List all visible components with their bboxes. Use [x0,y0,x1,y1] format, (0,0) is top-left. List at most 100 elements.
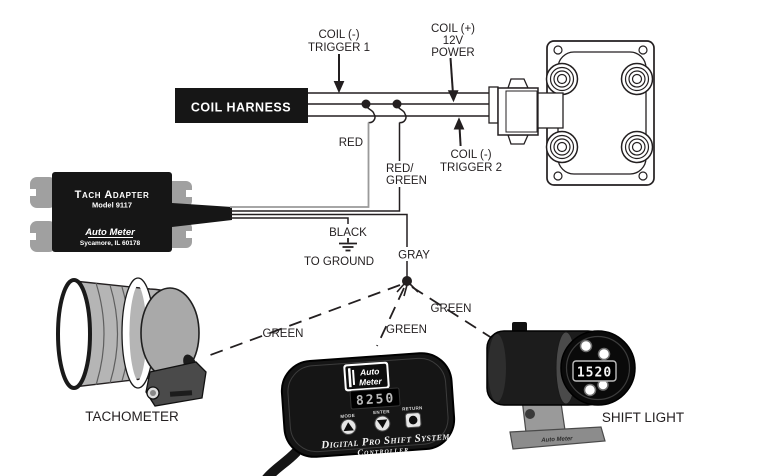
trigger1-arrowhead [333,81,345,94]
dashed-line-to-controller [376,287,405,347]
black-wire [230,217,349,224]
adapter-address: Sycamore, IL 60178 [80,240,141,247]
splice-dot-red [361,99,371,109]
controller-brand-badge: Auto Meter [343,361,390,392]
coil-tower [620,62,654,96]
green-label-right: GREEN [431,303,472,315]
trigger2-arrow-shaft [458,127,462,147]
shift-light-leds [579,339,611,397]
controller-illustration: Auto Meter 8250 MODE ENTER RETURN Digita… [261,352,456,476]
body-band [95,282,105,386]
adapter-title: Tach Adapter [75,189,150,201]
coil-screw-hole [553,171,563,181]
green-junction [204,276,496,358]
coil-tower [545,130,579,164]
coil-harness-label: COIL HARNESS [191,101,291,115]
shift-light-face-ring [565,335,631,401]
bracket-notch [186,190,194,197]
coil-screw-hole [638,171,648,181]
shift-light-display-value: 1520 [577,366,612,381]
mode-button-label: MODE [340,413,355,419]
adapter-bracket-ear [30,177,56,208]
coil-screw-hole [553,45,563,55]
controller-display-panel [349,387,401,410]
red-wire [230,122,370,208]
coil-screw-hole [638,45,648,55]
shift-light-base [509,426,606,450]
controller-subtitle: Controller [357,444,409,458]
red-green-label-bg [384,161,429,187]
adapter-model: Model 9117 [92,201,132,210]
shift-light-rear-cap [488,334,506,402]
shift-light-label: SHIFT LIGHT [602,410,684,425]
dashed-line-to-tachometer [204,284,401,358]
body-band [109,284,119,384]
bracket-notch [28,233,36,240]
enter-button-label: ENTER [373,409,391,415]
red-wire-label: RED [339,137,363,149]
adapter-brand-logo: Auto Meter [84,227,136,238]
harness-wires [308,92,493,124]
trigger2-label-line1: COIL (-) [450,149,491,161]
controller-buttons: MODE ENTER RETURN [340,405,423,435]
red-green-wire-label-line2: GREEN [386,175,427,187]
coil-harness-box: COIL HARNESS [175,88,308,123]
controller-brand-line1: Auto [359,366,380,377]
shift-light-display-panel [572,360,617,382]
coil-connector [488,78,564,145]
bracket-slot [169,390,193,397]
adapter-bracket-ear [166,181,192,207]
post-bolt [525,409,535,419]
gray-wire-label: GRAY [398,250,430,262]
trigger1-label-line1: COIL (-) [318,29,359,41]
coil-towers [545,62,654,164]
coil-tower [620,130,654,164]
coil-tower [545,62,579,96]
tachometer-label: TACHOMETER [85,409,179,424]
controller-brand-line2: Meter [359,376,383,388]
return-circle-icon [408,415,418,425]
power-arrow-shaft [449,57,454,92]
led [579,339,593,353]
green-label-middle: GREEN [386,324,427,336]
power-label-line1: COIL (+) [431,23,475,35]
gray-label-bg [396,247,432,261]
tach-adapter: Tach Adapter Model 9117 Auto Meter Sycam… [28,172,232,252]
return-button-label: RETURN [402,405,423,411]
ground-symbol [339,238,357,252]
power-label-line2: 12V [443,35,464,47]
tachometer-bezel [56,278,92,390]
wire-labels: COIL (-) TRIGGER 1 COIL (+) 12V POWER CO… [85,23,684,425]
shift-light-brand: Auto Meter [540,436,573,444]
tachometer-illustration [56,277,207,407]
to-ground-label: TO GROUND [304,256,374,268]
adapter-case [52,172,172,252]
trigger1-label-line2: TRIGGER 1 [308,42,370,54]
red-green-wire-label-line1: RED/ [386,163,414,175]
trigger2-arrowhead [453,117,465,130]
shift-light-illustration: Auto Meter 1520 [486,322,636,450]
black-wire-label: BLACK [329,227,367,239]
power-label-line3: POWER [431,47,474,59]
led [597,347,611,361]
coil-harness-rect [175,88,308,123]
adapter-wires [230,122,408,277]
ignition-coil [488,40,655,186]
adapter-cable [172,203,232,227]
adapter-bracket-ear [30,221,56,252]
enter-down-arrow-icon [376,419,388,429]
bracket-screw-center [150,390,156,396]
mode-up-arrow-icon [343,422,354,432]
adapter-bracket-ear [166,222,192,248]
bracket-notch [186,231,194,238]
led [583,383,597,397]
controller-face-edge [287,357,449,453]
callout-arrows [333,54,465,147]
controller-display-value: 8250 [356,391,396,409]
junction-dot [402,276,412,286]
controller-cable [261,447,302,476]
bracket-notch [28,189,36,196]
power-arrowhead [447,90,459,103]
